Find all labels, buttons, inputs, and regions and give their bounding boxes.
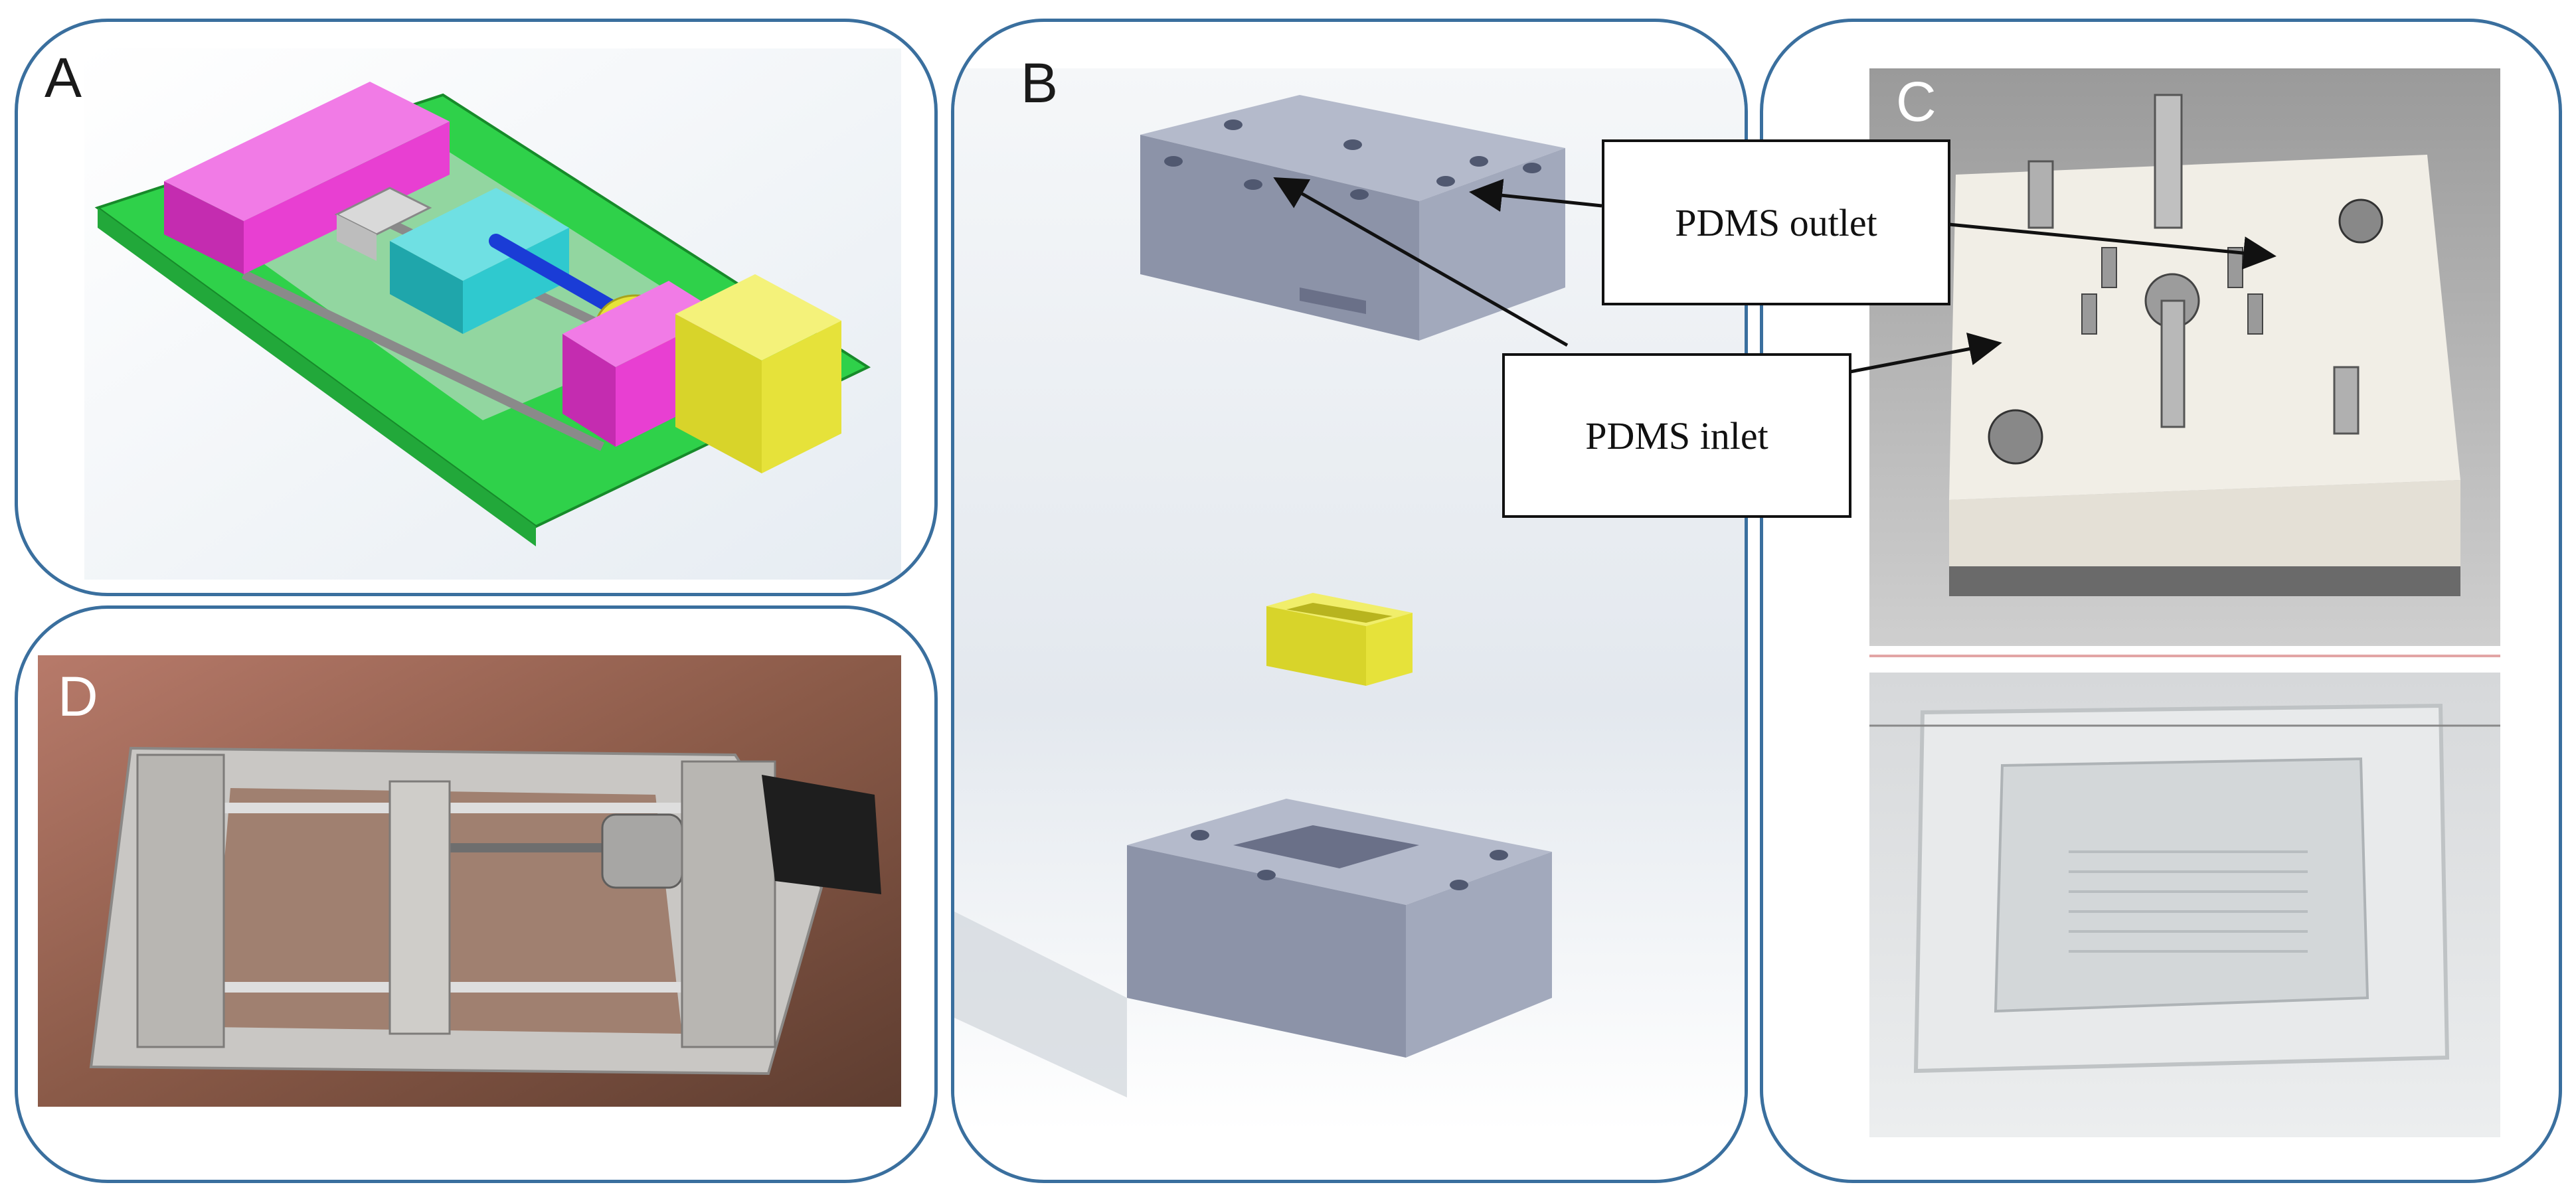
panel-label-c: C — [1896, 70, 1936, 133]
panel-c: C — [1760, 19, 2562, 1183]
pdms-inlet-label: PDMS inlet — [1502, 353, 1851, 518]
mold-and-chip-photos — [1869, 68, 2500, 1137]
panel-label-d: D — [58, 665, 98, 728]
pdms-outlet-label: PDMS outlet — [1602, 139, 1950, 305]
panel-d: D — [15, 605, 938, 1183]
panel-label-b: B — [1021, 52, 1059, 114]
panel-label-a: A — [44, 46, 82, 109]
stretcher-device-photo — [38, 655, 901, 1107]
panel-a: A — [15, 19, 938, 596]
stretcher-cad-render — [84, 48, 901, 580]
